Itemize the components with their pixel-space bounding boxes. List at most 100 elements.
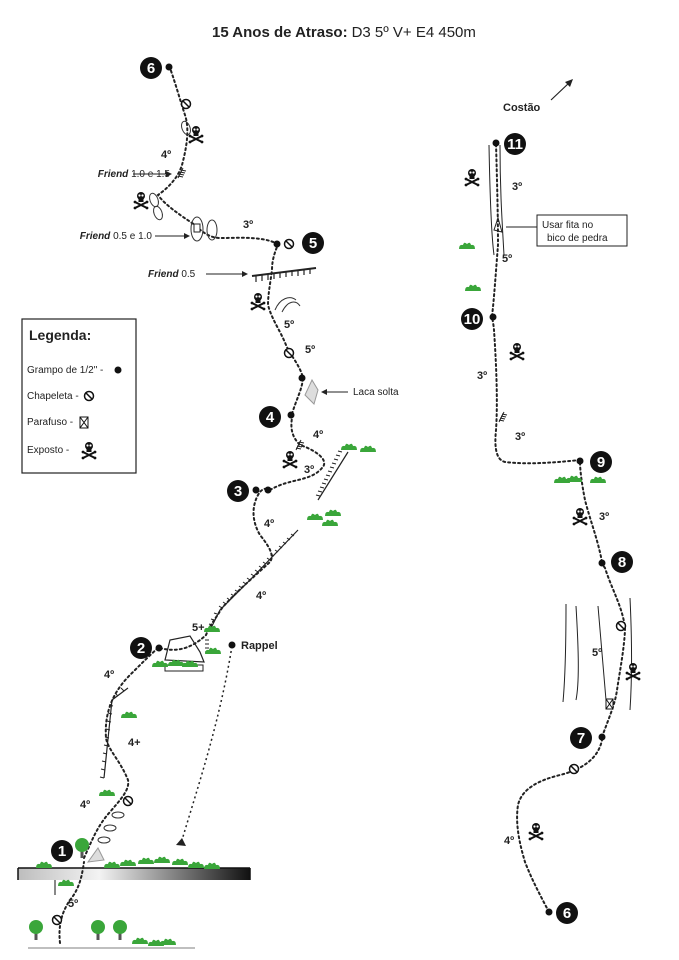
hanger-icon [568, 763, 580, 775]
skull-crossbones-icon [571, 507, 589, 527]
grade-label: 4º [504, 835, 514, 847]
svg-text:6: 6 [563, 905, 571, 922]
route-pitch-6 [516, 739, 603, 913]
svg-text:6: 6 [147, 60, 155, 77]
belay-marker-1: 1 [51, 840, 73, 862]
svg-text:7: 7 [577, 730, 585, 747]
bolt [598, 733, 606, 741]
route-pitch-10 [491, 142, 500, 317]
belay-marker-7: 7 [570, 727, 592, 749]
bolt [264, 486, 272, 494]
bolt [287, 411, 295, 419]
friend-annotation-1: Friend 1.0 e 1.5 [98, 169, 172, 180]
bolt [165, 63, 173, 71]
skull-crossbones-icon [249, 292, 267, 312]
svg-text:1: 1 [58, 843, 66, 860]
hanger-icon [180, 98, 192, 110]
svg-text:Usar fita no: Usar fita no [542, 220, 594, 231]
bolt [545, 908, 553, 916]
bolt [298, 374, 306, 382]
bolt [598, 559, 606, 567]
laca-annotation: Laca solta [321, 387, 399, 398]
route-pitch-1 [83, 647, 159, 859]
grade-label: 3º [515, 431, 525, 443]
svg-text:5: 5 [309, 235, 317, 252]
route-pitch-approach [58, 861, 85, 944]
legend-item-hanger: Chapeleta - [27, 391, 79, 402]
skull-crossbones-icon [132, 191, 150, 211]
crack [103, 687, 129, 779]
screw-icon [79, 416, 89, 429]
grade-label: 3º [512, 181, 522, 193]
svg-text:Laca solta: Laca solta [353, 387, 399, 398]
hanger-icon [51, 914, 63, 926]
grade-label: 3º [304, 464, 314, 476]
crack [317, 451, 349, 501]
svg-text:3: 3 [234, 483, 242, 500]
topo-title: 15 Anos de Atraso:D3 5º V+ E4 450m [212, 24, 476, 41]
route-pitch-9 [491, 317, 581, 465]
bolt-dot-icon [114, 366, 122, 374]
belay-marker-3: 3 [227, 480, 249, 502]
legend-item-exposed: Exposto - [27, 445, 69, 456]
legend: Legenda: Grampo de 1/2" - Chapeleta - Pa… [21, 318, 137, 474]
hanger-icon [283, 238, 295, 250]
skull-crossbones-icon [508, 342, 526, 362]
grade-label: 5º [284, 319, 294, 331]
grade-label: 4º [264, 518, 274, 530]
skull-crossbones-icon [187, 125, 205, 145]
grade-label: 4º [80, 799, 90, 811]
grade-label: 3º [243, 219, 253, 231]
route-pitch-3 [269, 417, 326, 491]
svg-text:Costão: Costão [503, 102, 541, 114]
hanger-icon [283, 347, 295, 359]
rappel-label: Rappel [241, 640, 278, 652]
bolt [576, 457, 584, 465]
svg-text:8: 8 [618, 554, 626, 571]
belay-marker-8: 8 [611, 551, 633, 573]
svg-text:10: 10 [464, 311, 481, 328]
grade-label: 5+ [192, 622, 205, 634]
belay-marker-9: 9 [590, 451, 612, 473]
belay-marker-11: 11 [504, 133, 526, 155]
crack [209, 529, 299, 631]
screw-icon [498, 411, 508, 423]
bolt [155, 644, 163, 652]
grade-label: 5º [68, 898, 78, 910]
bolt [252, 486, 260, 494]
skull-crossbones-icon [527, 822, 545, 842]
fita-annotation: Usar fita no bico de pedra [506, 214, 628, 247]
legend-item-screw: Parafuso - [27, 417, 73, 428]
skull-crossbones-icon [281, 450, 299, 470]
bolt [492, 139, 500, 147]
svg-text:bico de pedra: bico de pedra [547, 233, 608, 244]
svg-text:9: 9 [597, 454, 605, 471]
belay-marker-4: 4 [259, 406, 281, 428]
belay-marker-6b: 6 [556, 902, 578, 924]
svg-text:Friend 0.5 e 1.0: Friend 0.5 e 1.0 [80, 231, 153, 242]
grade-label: 3º [599, 511, 609, 523]
grade-label: 4º [161, 149, 171, 161]
svg-text:11: 11 [507, 136, 523, 153]
legend-item-bolt: Grampo de 1/2" - [27, 365, 103, 376]
grade-label: 5º [592, 647, 602, 659]
grade-label: 3º [477, 370, 487, 382]
hanger-icon [615, 620, 627, 632]
friend-annotation-3: Friend 0.5 [148, 269, 248, 280]
grade-label: 5º [502, 253, 512, 265]
grade-label: 4º [104, 669, 114, 681]
grade-label: 4º [313, 429, 323, 441]
svg-text:2: 2 [137, 640, 145, 657]
route-pitch-2 [159, 487, 273, 651]
belay-marker-5: 5 [302, 232, 324, 254]
grade-label: 4+ [128, 737, 141, 749]
skull-crossbones-icon [624, 662, 642, 682]
ground-base [17, 867, 251, 949]
belay-marker-6: 6 [140, 57, 162, 79]
belay-marker-10: 10 [461, 308, 483, 330]
costao-direction: Costão [503, 79, 573, 114]
bolt [273, 240, 281, 248]
bolt [489, 313, 497, 321]
rappel-line [181, 645, 233, 841]
